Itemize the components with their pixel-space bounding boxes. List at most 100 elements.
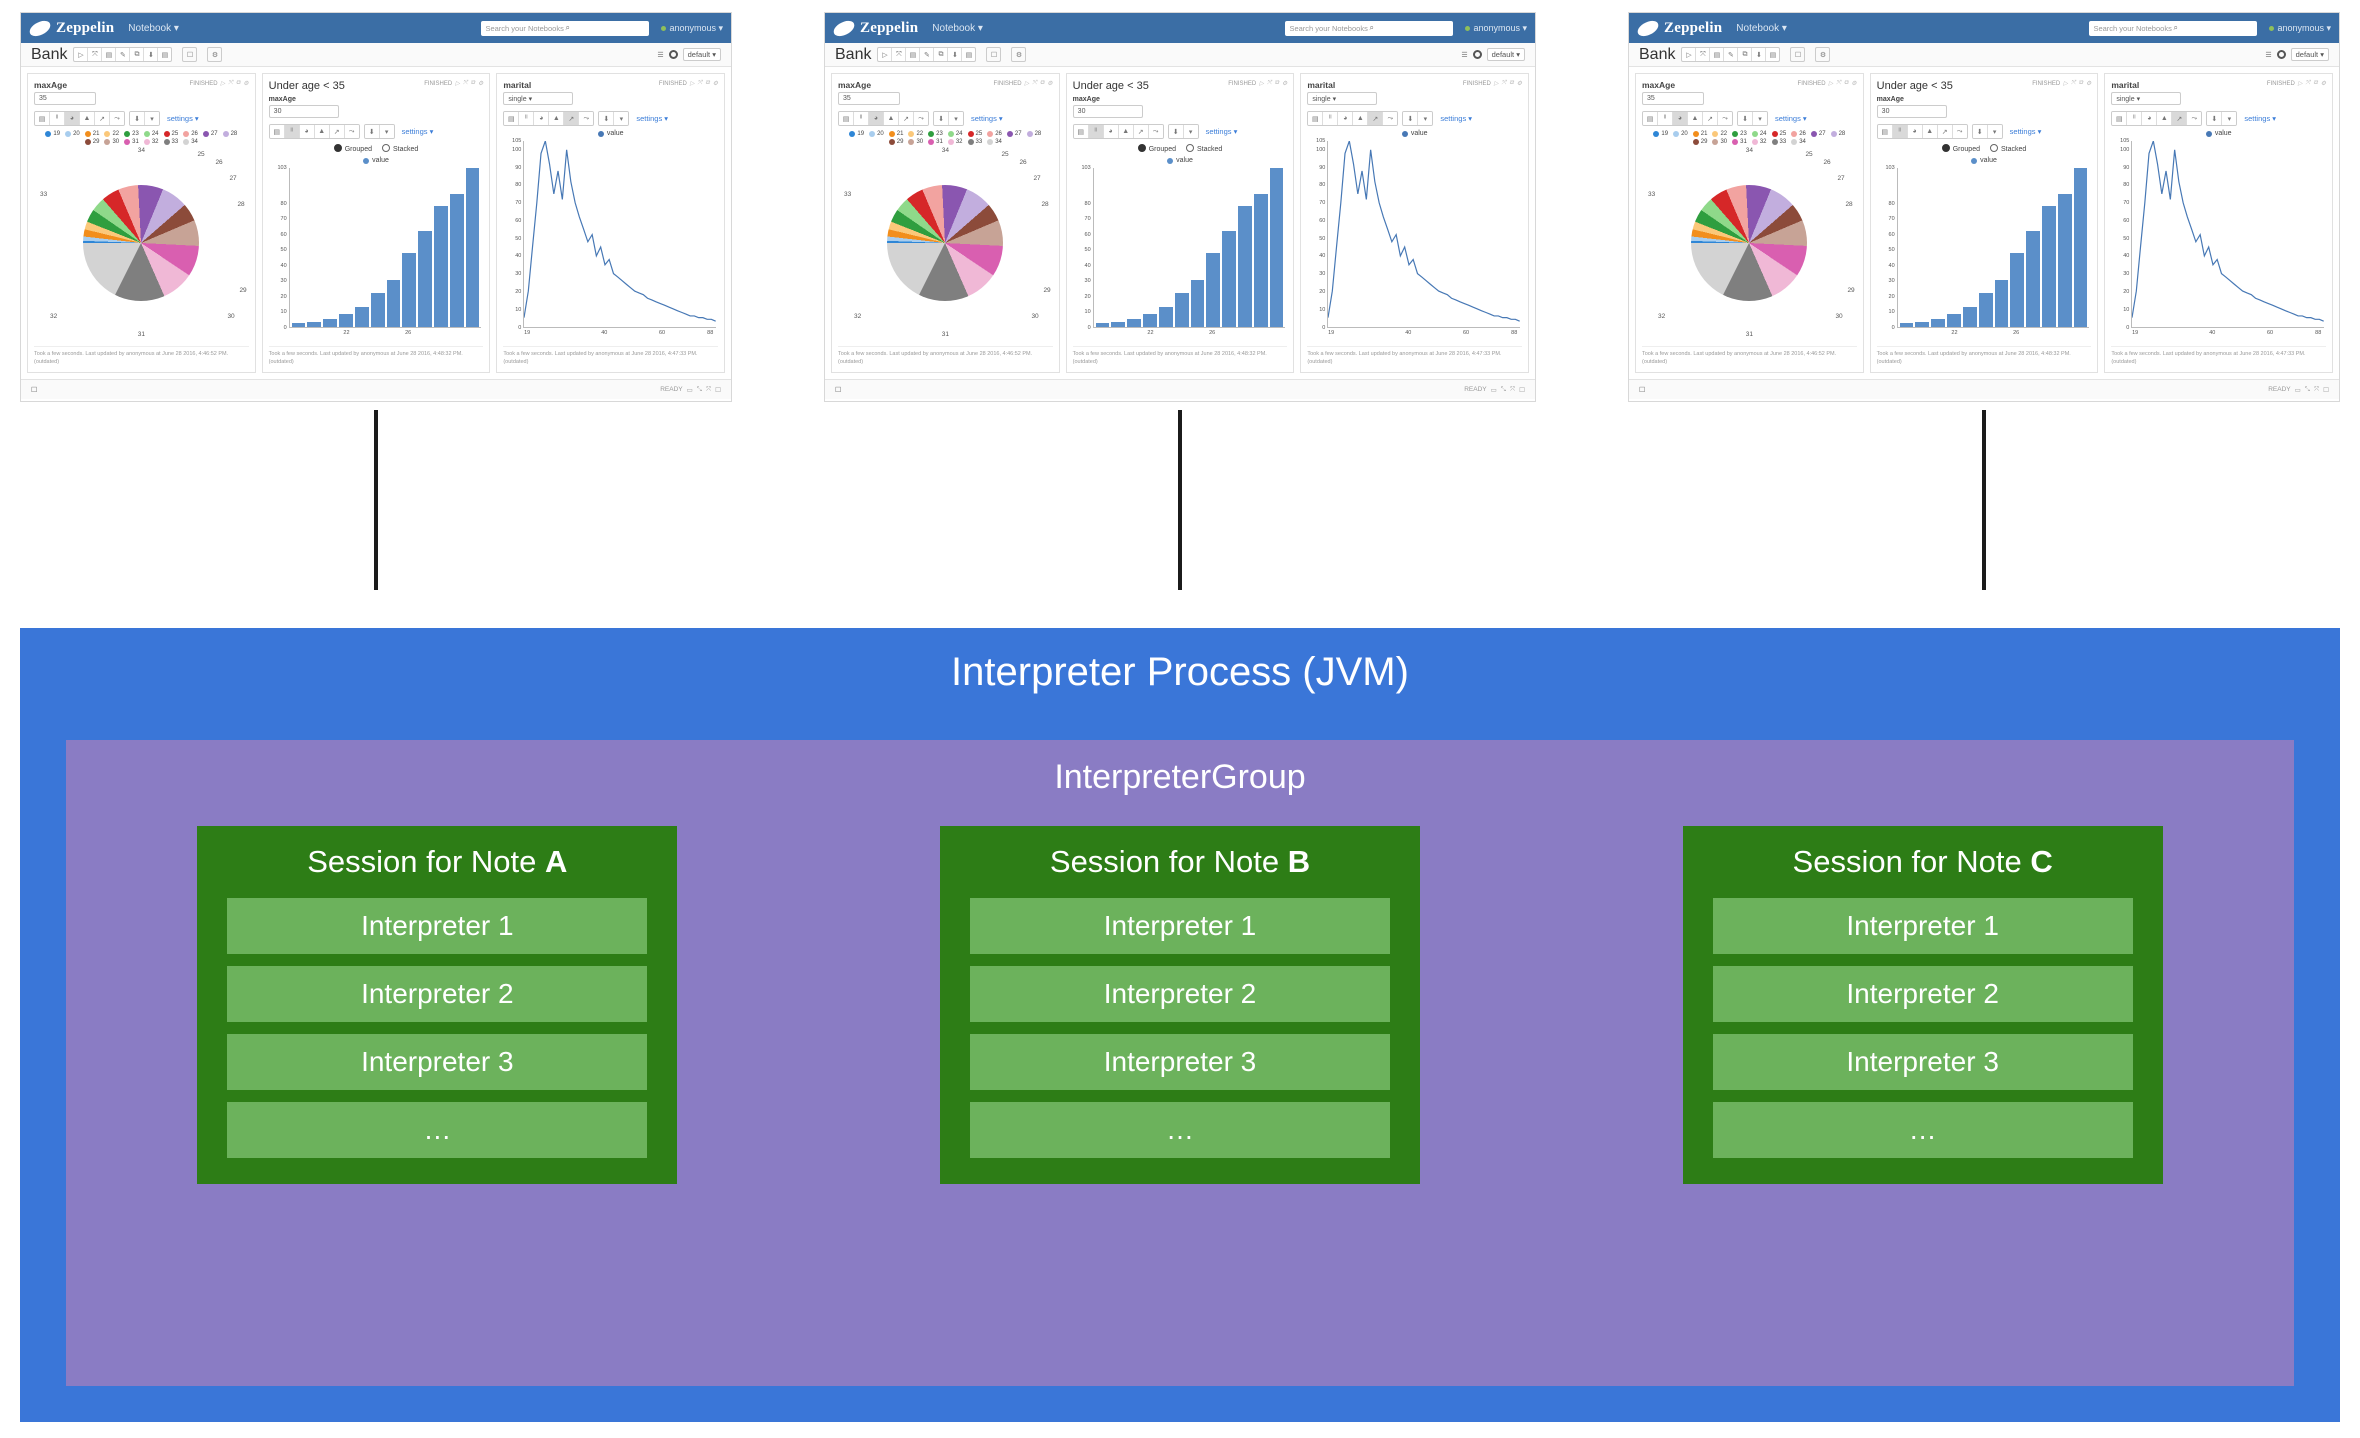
legend-item-6[interactable]: 25 <box>1771 131 1786 137</box>
legend-item-0[interactable]: 19 <box>849 131 864 137</box>
maxage-input2-a[interactable]: 30 <box>268 105 339 118</box>
viz-button-0[interactable]: ▤ <box>1643 112 1658 125</box>
viz-button-4[interactable]: ↗ <box>329 125 345 138</box>
viz-button-1[interactable]: ᴵᴵ <box>854 112 869 125</box>
viz-button-5[interactable]: ⤳ <box>344 125 359 138</box>
legend-item-12[interactable]: 31 <box>1732 139 1747 145</box>
legend-item-11[interactable]: 30 <box>908 139 923 145</box>
interpreter-3-note-c[interactable]: Interpreter 3 <box>1712 1034 2133 1090</box>
interpreter-gear-icon[interactable] <box>2276 50 2286 59</box>
legend-item-4[interactable]: 23 <box>124 131 139 137</box>
legend-item-6[interactable]: 25 <box>163 131 178 137</box>
viz-type-buttons-b-3[interactable]: ▤ᴵᴵ◕▲↗⤳ <box>1307 111 1399 126</box>
maxage-input-c[interactable]: 35 <box>1642 92 1704 105</box>
footer-left-icon[interactable]: ☐ <box>835 386 842 394</box>
interpreter-binding-select-b[interactable]: default ▾ <box>1486 48 1525 61</box>
viz-button-5[interactable]: ⤳ <box>1718 112 1732 125</box>
marital-select-c[interactable]: single ▾ <box>2111 92 2182 105</box>
viz-button-1[interactable]: ᴵᴵ <box>519 112 535 125</box>
delete-note-icon[interactable]: ☐ <box>182 47 198 62</box>
viz-button-4[interactable]: ↗ <box>1937 125 1953 138</box>
toolbar-icon-5[interactable]: ⬇ <box>144 48 159 61</box>
toolbar-icon-4[interactable]: ⧉ <box>934 48 949 61</box>
footer-icon-3[interactable]: ☐ <box>1519 386 1525 394</box>
interpreter-4-note-a[interactable]: … <box>227 1102 648 1158</box>
viz-button-4[interactable]: ↗ <box>1703 112 1718 125</box>
nav-menu-notebook-b[interactable]: Notebook ▾ <box>932 22 983 34</box>
settings-link-b-1[interactable]: settings ▾ <box>971 114 1003 123</box>
toolbar-icon-1[interactable]: ⤧ <box>1696 48 1711 61</box>
footer-icon-3[interactable]: ☐ <box>2323 386 2329 394</box>
marital-select-b[interactable]: single ▾ <box>1307 92 1378 105</box>
viz-button-4[interactable]: ↗ <box>95 112 110 125</box>
legend-item-13[interactable]: 32 <box>143 139 159 145</box>
viz-button-3[interactable]: ▲ <box>1118 125 1134 138</box>
marital-select-a[interactable]: single ▾ <box>503 92 574 105</box>
legend-item-9[interactable]: 28 <box>222 131 237 137</box>
legend-item-1[interactable]: 20 <box>65 131 80 137</box>
settings-link-c-1[interactable]: settings ▾ <box>1775 114 1807 123</box>
viz-button-2[interactable]: ◕ <box>534 112 550 125</box>
legend-item-5[interactable]: 24 <box>1751 131 1767 137</box>
search-input-b[interactable]: Search your Notebooks⌕ <box>1285 20 1454 36</box>
interpreter-1-note-c[interactable]: Interpreter 1 <box>1712 898 2133 954</box>
footer-icon-2[interactable]: ⤧ <box>705 385 712 393</box>
legend-item-9[interactable]: 28 <box>1830 131 1845 137</box>
legend-item-11[interactable]: 30 <box>104 139 119 145</box>
note-settings-gear-icon[interactable]: ⚙ <box>1815 47 1831 62</box>
interpreter-binding-select-a[interactable]: default ▾ <box>682 48 721 61</box>
viz-type-buttons-b-1[interactable]: ▤ᴵᴵ◕▲↗⤳ <box>838 111 929 126</box>
viz-button-5[interactable]: ⤳ <box>1952 125 1967 138</box>
viz-button-3[interactable]: ▲ <box>1353 112 1369 125</box>
viz-type-buttons-c-2[interactable]: ▤ᴵᴵ◕▲↗⤳ <box>1876 124 1968 139</box>
toolbar-icon-6[interactable]: ▤ <box>1769 51 1777 59</box>
viz-button-2[interactable]: ◕ <box>1673 112 1688 125</box>
export-caret-icon[interactable]: ▾ <box>2222 112 2237 125</box>
search-input-c[interactable]: Search your Notebooks⌕ <box>2089 20 2258 36</box>
legend-item-10[interactable]: 29 <box>84 139 99 145</box>
legend-item-4[interactable]: 23 <box>928 131 943 137</box>
legend-item-5[interactable]: 24 <box>143 131 159 137</box>
toolbar-icon-0[interactable]: ▷ <box>1682 48 1697 61</box>
viz-button-2[interactable]: ◕ <box>1907 125 1923 138</box>
footer-icon-1[interactable]: ⤡ <box>2304 385 2310 393</box>
legend-item-2[interactable]: 21 <box>84 131 99 137</box>
maxage-input2-b[interactable]: 30 <box>1072 105 1143 118</box>
toolbar-icon-0[interactable]: ▷ <box>878 48 893 61</box>
interpreter-4-note-b[interactable]: … <box>969 1102 1390 1158</box>
viz-button-5[interactable]: ⤳ <box>1148 125 1163 138</box>
toolbar-icon-1[interactable]: ⤧ <box>88 48 103 61</box>
viz-button-5[interactable]: ⤳ <box>2187 112 2202 125</box>
legend-item-0[interactable]: 19 <box>45 131 60 137</box>
legend-item-11[interactable]: 30 <box>1712 139 1727 145</box>
viz-type-buttons-a-1[interactable]: ▤ᴵᴵ◕▲↗⤳ <box>34 111 125 126</box>
export-icon[interactable]: ⬇ <box>599 112 615 125</box>
interpreter-4-note-c[interactable]: … <box>1712 1102 2133 1158</box>
viz-button-3[interactable]: ▲ <box>80 112 95 125</box>
viz-button-3[interactable]: ▲ <box>2157 112 2173 125</box>
export-icon[interactable]: ⬇ <box>130 112 145 125</box>
legend-item-7[interactable]: 26 <box>183 131 198 137</box>
export-icon[interactable]: ⬇ <box>1403 112 1419 125</box>
nav-menu-notebook-a[interactable]: Notebook ▾ <box>128 22 179 34</box>
footer-icon-0[interactable]: ▭ <box>1490 386 1497 394</box>
viz-button-3[interactable]: ▲ <box>549 112 565 125</box>
footer-icon-2[interactable]: ⤧ <box>1509 385 1516 393</box>
viz-button-2[interactable]: ◕ <box>1338 112 1354 125</box>
viz-type-buttons-a-2[interactable]: ▤ᴵᴵ◕▲↗⤳ <box>268 124 360 139</box>
legend-item-12[interactable]: 31 <box>124 139 139 145</box>
delete-note-icon[interactable]: ☐ <box>1790 47 1806 62</box>
viz-button-4[interactable]: ↗ <box>1133 125 1149 138</box>
viz-button-5[interactable]: ⤳ <box>914 112 928 125</box>
viz-button-4[interactable]: ↗ <box>899 112 914 125</box>
settings-link-c-2[interactable]: settings ▾ <box>2009 127 2042 136</box>
toolbar-icon-3[interactable]: ✎ <box>116 48 131 61</box>
legend-item-0[interactable]: 19 <box>1653 131 1668 137</box>
maxage-input-a[interactable]: 35 <box>34 92 96 105</box>
export-caret-icon[interactable]: ▾ <box>145 112 159 125</box>
export-icon[interactable]: ⬇ <box>1972 125 1988 138</box>
toolbar-icon-2[interactable]: ▤ <box>906 48 921 61</box>
